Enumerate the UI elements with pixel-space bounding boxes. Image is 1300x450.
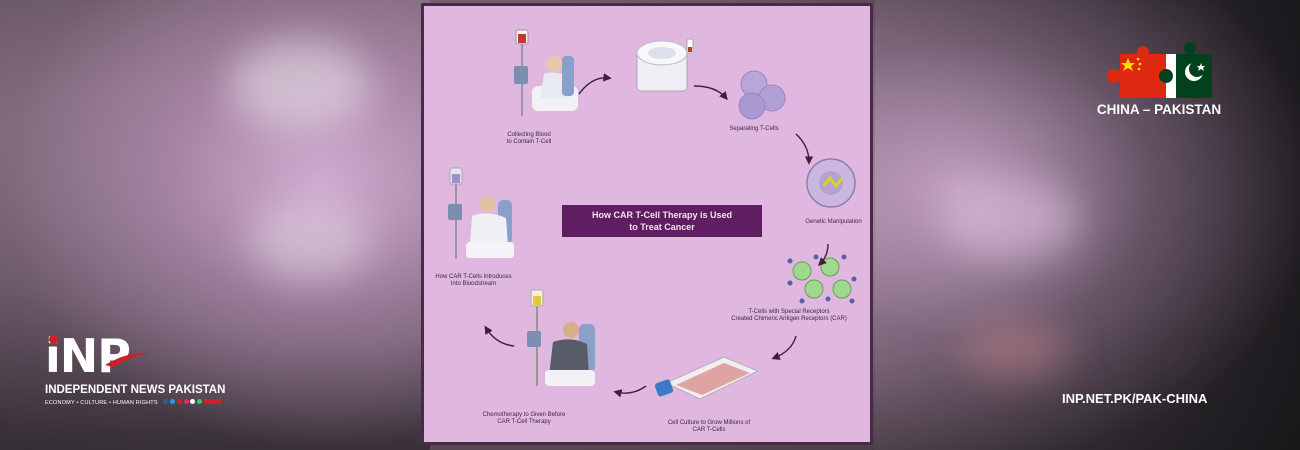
arrow-2 [693, 85, 728, 101]
arrow-7 [484, 325, 515, 347]
site-url[interactable]: INP.NET.PK/PAK-CHINA [1062, 391, 1208, 406]
china-pakistan-logo: CHINA – PAKISTAN [1080, 38, 1250, 128]
background-blob [250, 200, 370, 280]
car-t-cells-icon [787, 254, 857, 304]
patient-infusion-icon [448, 167, 514, 259]
cell-icon [806, 158, 856, 208]
inp-logo-text: iNP [45, 329, 131, 383]
step-label-genetic: Genetic Manipulation [805, 219, 862, 225]
background-blob [940, 180, 1080, 260]
background-blob [230, 40, 370, 130]
background-blob [960, 320, 1070, 380]
patient-chemo-icon [527, 289, 595, 386]
arrow-6 [613, 385, 647, 398]
cycle-arrows [484, 73, 829, 398]
china-pakistan-label: CHINA – PAKISTAN [1096, 102, 1222, 117]
arrow-4 [818, 243, 829, 266]
social-icons [163, 399, 222, 406]
arrow-5 [771, 335, 797, 360]
arrow-3 [795, 133, 814, 165]
culture-flask-icon [654, 356, 760, 400]
arrow-1 [578, 73, 612, 95]
patient-iv-icon [514, 29, 578, 116]
inp-logo: iNP INDEPENDENT NEWS PAKISTAN ECONOMY • … [45, 329, 245, 413]
inp-name: INDEPENDENT NEWS PAKISTAN [45, 384, 226, 396]
china-pakistan-puzzle-icon [1107, 42, 1212, 98]
step-label-separating: Separating T-Cells [729, 126, 779, 132]
t-cells-icon [738, 70, 786, 120]
inp-swoosh-icon [105, 352, 151, 367]
inp-logo-dot [49, 335, 58, 344]
centrifuge-icon [636, 38, 694, 92]
inp-tagline: ECONOMY • CULTURE • HUMAN RIGHTS [45, 399, 222, 406]
